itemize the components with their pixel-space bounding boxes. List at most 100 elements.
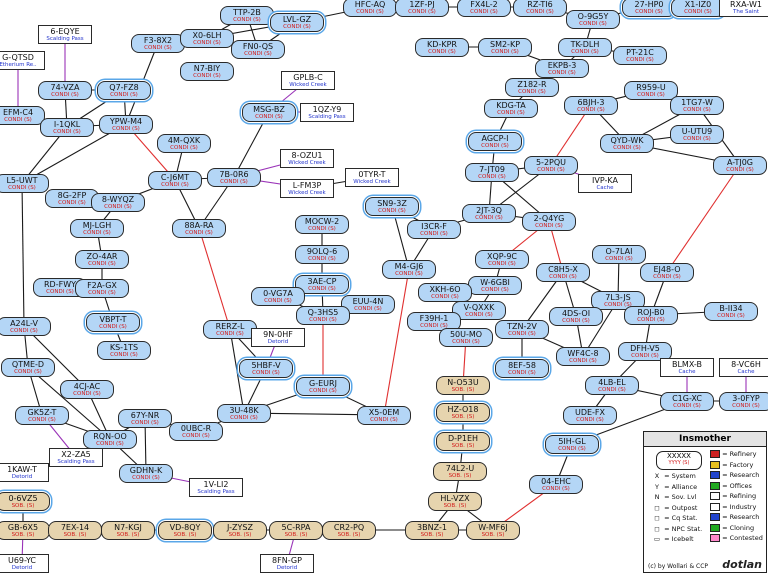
system-node-8ef-58[interactable]: 8EF-58CONDI (S) (495, 358, 549, 378)
system-node-f2a-gx[interactable]: F2A-GXCONDI (S) (75, 278, 129, 298)
system-node-rd-fwy[interactable]: RD-FWYCONDI (S) (33, 277, 87, 297)
system-node-l-fm3p[interactable]: L-FM3PWicked Creek (280, 178, 334, 198)
system-node-i3cr-f[interactable]: I3CR-FCONDI (S) (407, 219, 461, 239)
system-node-agcp-i[interactable]: AGCP-ICONDI (S) (468, 131, 522, 151)
system-node-50u-mo[interactable]: 50U-MOCONDI (S) (439, 327, 493, 347)
system-node-5-2pqu[interactable]: 5-2PQUCONDI (S) (524, 155, 578, 175)
system-node-8-ozu1[interactable]: 8-OZU1Wicked Creek (280, 148, 334, 168)
system-node-ekpb-3[interactable]: EKPB-3CONDI (S) (535, 58, 589, 78)
system-node-pt-21c[interactable]: PT-21CCONDI (S) (613, 45, 667, 65)
system-node-1qz-y9[interactable]: 1QZ-Y9Scalding Pass (300, 102, 354, 122)
system-node-5c-rpa[interactable]: 5C-RPASOB. (S) (269, 520, 323, 540)
system-node-kdg-ta[interactable]: KDG-TACONDI (S) (484, 98, 538, 118)
system-node-rqn-oo[interactable]: RQN-OOCONDI (S) (83, 429, 137, 449)
system-node-xqp-9c[interactable]: XQP-9CCONDI (S) (475, 249, 529, 269)
system-node-1tg7-w[interactable]: 1TG7-WCONDI (S) (670, 95, 724, 115)
system-node-g-qtsd[interactable]: G-QTSDEtherium Re.. (0, 50, 45, 70)
system-node-lvl-gz[interactable]: LVL-GZCONDI (S) (270, 12, 324, 32)
system-node-ude-fx[interactable]: UDE-FXCONDI (S) (563, 405, 617, 425)
system-node-3bnz-1[interactable]: 3BNZ-1SOB. (S) (405, 520, 459, 540)
system-node-3-0fyp[interactable]: 3-0FYPCONDI (S) (719, 391, 768, 411)
system-node-u69-yc[interactable]: U69-YCDetorid (0, 553, 49, 573)
system-node-04-ehc[interactable]: 04-EHCCONDI (S) (529, 474, 583, 494)
system-node-9n-0hf[interactable]: 9N-0HFDetorid (251, 327, 305, 347)
system-node-n7-kgj[interactable]: N7-KGJSOB. (S) (101, 520, 155, 540)
system-node-qtme-d[interactable]: QTME-DCONDI (S) (1, 357, 55, 377)
system-node-wf4c-8[interactable]: WF4C-8CONDI (S) (556, 346, 610, 366)
system-node-1v-li2[interactable]: 1V-LI2Scalding Pass (189, 477, 243, 497)
system-node-74-vza[interactable]: 74-VZACONDI (S) (38, 80, 92, 100)
system-node-27-hp0[interactable]: 27-HP0CONDI (S) (622, 0, 676, 17)
system-node-hl-vzx[interactable]: HL-VZXSOB. (S) (428, 491, 482, 511)
system-node-cr2-pq[interactable]: CR2-PQSOB. (S) (322, 520, 376, 540)
system-node-vd-8qy[interactable]: VD-8QYSOB. (S) (158, 520, 212, 540)
system-node-n-o53u[interactable]: N-O53USOB. (S) (436, 375, 490, 395)
system-node-l5-uwt[interactable]: L5-UWTCONDI (S) (0, 173, 49, 193)
system-node-8fn-gp[interactable]: 8FN-GPDetorid (260, 553, 314, 573)
system-node-u-utu9[interactable]: U-UTU9CONDI (S) (670, 124, 724, 144)
system-node-m4-gj6[interactable]: M4-GJ6CONDI (S) (382, 259, 436, 279)
system-node-8-vc6h[interactable]: 8-VC6HCache (719, 357, 768, 377)
system-node-i-1qkl[interactable]: I-1QKLCONDI (S) (40, 117, 94, 137)
system-node-gb-6x5[interactable]: GB-6X5SOB. (S) (0, 520, 50, 540)
system-node-c-j6mt[interactable]: C-J6MTCONDI (S) (148, 170, 202, 190)
system-node-ypw-m4[interactable]: YPW-M4CONDI (S) (99, 114, 153, 134)
system-node-4m-qxk[interactable]: 4M-QXKCONDI (S) (157, 133, 211, 153)
system-node-kd-kpr[interactable]: KD-KPRCONDI (S) (415, 37, 469, 57)
system-node-euu-4n[interactable]: EUU-4NCONDI (S) (341, 294, 395, 314)
system-node-3u-48k[interactable]: 3U-48KCONDI (S) (217, 403, 271, 423)
system-node-gdhn-k[interactable]: GDHN-KCONDI (S) (119, 463, 173, 483)
system-node-0ubc-r[interactable]: 0UBC-RCONDI (S) (169, 421, 223, 441)
system-node-0-vg7a[interactable]: 0-VG7ACONDI (S) (251, 286, 305, 306)
system-node-mocw-2[interactable]: MOCW-2CONDI (S) (295, 214, 349, 234)
system-node-rxa-w1[interactable]: RXA-W1The Saint (719, 0, 768, 17)
system-node-g-eurj[interactable]: G-EURJCONDI (S) (296, 376, 350, 396)
system-node-n7-biy[interactable]: N7-BIYCONDI (S) (180, 61, 234, 81)
system-node-f39h-1[interactable]: F39H-1CONDI (S) (407, 311, 461, 331)
system-node-zo-4ar[interactable]: ZO-4ARCONDI (S) (75, 249, 129, 269)
system-node-efm-c4[interactable]: EFM-C4CONDI (S) (0, 105, 45, 125)
system-node-5hbf-v[interactable]: 5HBF-VCONDI (S) (239, 358, 293, 378)
system-node-c8h5-x[interactable]: C8H5-XCONDI (S) (536, 262, 590, 282)
system-node-dfh-v5[interactable]: DFH-V5CONDI (S) (618, 341, 672, 361)
system-node-rerz-l[interactable]: RERZ-LCONDI (S) (203, 319, 257, 339)
system-node-tzn-2v[interactable]: TZN-2VCONDI (S) (495, 319, 549, 339)
system-node-xkh-6o[interactable]: XKH-6OCONDI (S) (418, 282, 472, 302)
system-node-2-q4yg[interactable]: 2-Q4YGCONDI (S) (522, 211, 576, 231)
system-node-6bjh-3[interactable]: 6BJH-3CONDI (S) (564, 95, 618, 115)
system-node-c1g-xc[interactable]: C1G-XCCONDI (S) (660, 391, 714, 411)
system-node-ks-1ts[interactable]: KS-1TSCONDI (S) (97, 340, 151, 360)
system-node-8g-2fp[interactable]: 8G-2FPCONDI (S) (45, 188, 99, 208)
system-node-x5-0em[interactable]: X5-0EMCONDI (S) (357, 405, 411, 425)
system-node-q-3hs5[interactable]: Q-3HS5CONDI (S) (296, 305, 350, 325)
system-node-a24l-v[interactable]: A24L-VCONDI (S) (0, 316, 51, 336)
system-node-roj-b0[interactable]: ROJ-B0CONDI (S) (624, 305, 678, 325)
system-node-8-wyqz[interactable]: 8-WYQZCONDI (S) (91, 192, 145, 212)
system-node-tk-dlh[interactable]: TK-DLHCONDI (S) (558, 37, 612, 57)
system-node-f3-8x2[interactable]: F3-8X2CONDI (S) (131, 33, 185, 53)
system-node-88a-ra[interactable]: 88A-RACONDI (S) (172, 218, 226, 238)
system-node-blmx-b[interactable]: BLMX-BCache (660, 357, 714, 377)
system-node-w-mf6j[interactable]: W-MF6JSOB. (S) (466, 520, 520, 540)
system-node-gk5z-t[interactable]: GK5Z-TCONDI (S) (15, 405, 69, 425)
system-node-o-9g5y[interactable]: O-9G5YCONDI (S) (566, 9, 620, 29)
system-node-z182-r[interactable]: Z182-RCONDI (S) (505, 77, 559, 97)
system-node-v-qxxk[interactable]: V-QXXKCONDI (S) (452, 300, 506, 320)
system-node-w-6gbi[interactable]: W-6GBICONDI (S) (468, 275, 522, 295)
system-node-0tyr-t[interactable]: 0TYR-TWicked Creek (345, 167, 399, 187)
system-node-3ae-cp[interactable]: 3AE-CPCONDI (S) (295, 274, 349, 294)
system-node-a-tj0g[interactable]: A-TJ0GCONDI (S) (713, 155, 767, 175)
system-node-ivp-ka[interactable]: IVP-KACache (578, 173, 632, 193)
system-node-rz-ti6[interactable]: RZ-TI6CONDI (S) (513, 0, 567, 17)
system-node-qyd-wk[interactable]: QYD-WKCONDI (S) (600, 133, 654, 153)
system-node-hfc-aq[interactable]: HFC-AQCONDI (S) (343, 0, 397, 17)
system-node-mj-lgh[interactable]: MJ-LGHCONDI (S) (70, 218, 124, 238)
system-node-d-p1eh[interactable]: D-P1EHSOB. (S) (436, 431, 490, 451)
system-node-x1-iz0[interactable]: X1-IZ0CONDI (S) (671, 0, 725, 17)
system-node-ttp-2b[interactable]: TTP-2BCONDI (S) (220, 5, 274, 25)
system-node-x2-za5[interactable]: X2-ZA5Scalding Pass (49, 447, 103, 467)
system-node-4cj-ac[interactable]: 4CJ-ACCONDI (S) (60, 379, 114, 399)
system-node-7-jt09[interactable]: 7-JT09CONDI (S) (465, 162, 519, 182)
system-node-4ds-oi[interactable]: 4DS-OICONDI (S) (549, 306, 603, 326)
system-node-sm2-kp[interactable]: SM2-KPCONDI (S) (478, 37, 532, 57)
